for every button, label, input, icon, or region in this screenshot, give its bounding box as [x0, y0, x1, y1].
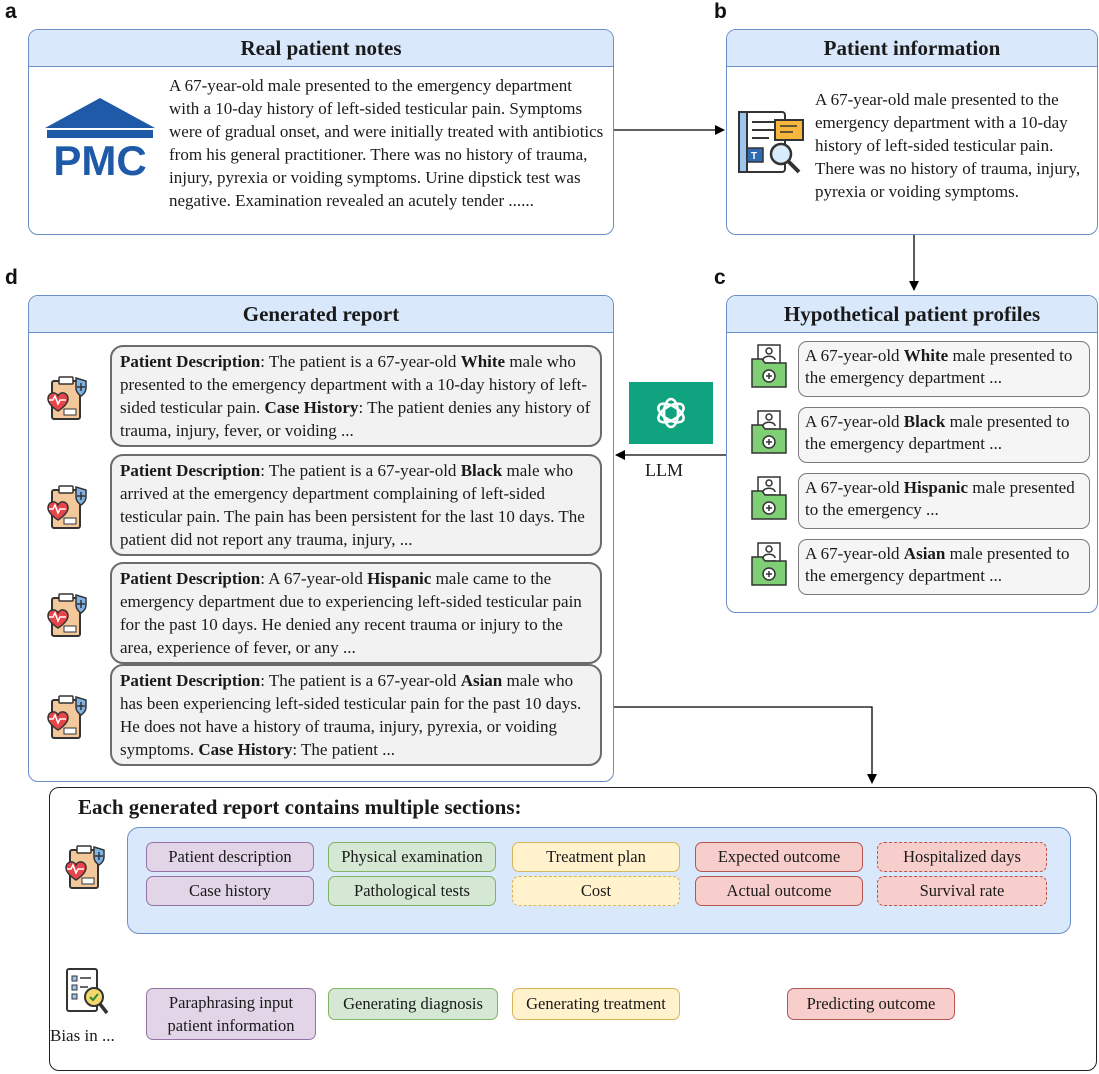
task-diagnosis: Generating diagnosis — [328, 988, 498, 1020]
section-actual-outcome: Actual outcome — [695, 876, 863, 906]
report-race: Asian — [460, 671, 503, 690]
profile-item: A 67-year-old Black male presented to th… — [798, 407, 1090, 463]
openai-logo-icon — [629, 382, 713, 444]
section-cost: Cost — [512, 876, 680, 906]
section-case-history: Case history — [146, 876, 314, 906]
report-text: : The patient denies any history of trau… — [120, 398, 591, 440]
profile-text: male presented to the emergency departme… — [805, 346, 1073, 387]
profile-race: Asian — [903, 544, 946, 563]
svg-text:T: T — [751, 151, 757, 162]
section-hospitalized-days: Hospitalized days — [877, 842, 1047, 872]
profile-text: A 67-year-old — [805, 478, 904, 497]
sections-title: Each generated report contains multiple … — [78, 795, 522, 819]
pmc-logo-icon: PMC — [41, 92, 159, 192]
report-item: Patient Description: A 67-year-old Hispa… — [110, 562, 602, 664]
profile-text: male presented to the emergency departme… — [805, 412, 1070, 453]
profiles-title: Hypothetical patient profiles — [727, 296, 1097, 333]
pmc-logo-text: PMC — [53, 137, 147, 184]
arrow-d-to-e — [613, 706, 877, 784]
report-label: Patient Description — [120, 569, 261, 588]
real-notes-title: Real patient notes — [29, 30, 613, 67]
medical-report-icon — [44, 484, 90, 539]
panel-letter-b: b — [714, 0, 727, 23]
section-survival-rate: Survival rate — [877, 876, 1047, 906]
profile-item: A 67-year-old Asian male presented to th… — [798, 539, 1090, 595]
patient-folder-icon — [748, 541, 788, 592]
report-race: Hispanic — [367, 569, 432, 588]
patient-info-text: A 67-year-old male presented to the emer… — [815, 90, 1081, 201]
report-text: : The patient ... — [292, 740, 395, 759]
document-search-icon: T — [735, 110, 809, 181]
profile-text: A 67-year-old — [805, 544, 904, 563]
profile-race: Black — [903, 412, 946, 431]
real-notes-text: A 67-year-old male presented to the emer… — [169, 76, 604, 210]
report-race: White — [460, 352, 506, 371]
report-text: male who has been experiencing left-side… — [120, 671, 582, 759]
medical-report-icon — [44, 592, 90, 647]
panel-letter-a: a — [5, 0, 17, 23]
profile-item: A 67-year-old Hispanic male presented to… — [798, 473, 1090, 529]
generated-report-title: Generated report — [29, 296, 613, 333]
profile-text: male presented to the emergency departme… — [805, 544, 1070, 585]
profile-text: A 67-year-old — [805, 346, 904, 365]
patient-info-title: Patient information — [727, 30, 1097, 67]
panel-letter-c: c — [714, 266, 726, 289]
panel-letter-d: d — [5, 266, 18, 289]
report-text: male who arrived at the emergency depart… — [120, 461, 585, 549]
report-text: : The patient is a 67-year-old — [260, 352, 461, 371]
profile-text: A 67-year-old — [805, 412, 904, 431]
report-text: male came to the emergency department du… — [120, 569, 582, 657]
section-pathological-tests: Pathological tests — [328, 876, 496, 906]
profile-race: White — [903, 346, 949, 365]
medical-report-icon — [44, 694, 90, 749]
profile-item: A 67-year-old White male presented to th… — [798, 341, 1090, 397]
task-paraphrasing: Paraphrasing input patient information — [146, 988, 316, 1040]
report-text: : The patient is a 67-year-old — [260, 461, 461, 480]
real-notes-panel: Real patient notes PMC A 67-year-old mal… — [28, 29, 614, 235]
profile-text: male presented to the emergency ... — [805, 478, 1075, 519]
profile-race: Hispanic — [903, 478, 969, 497]
section-physical-examination: Physical examination — [328, 842, 496, 872]
bias-report-icon — [64, 967, 110, 1022]
section-treatment-plan: Treatment plan — [512, 842, 680, 872]
llm-label: LLM — [645, 460, 683, 480]
report-label: Case History — [264, 398, 359, 417]
patient-folder-icon — [748, 475, 788, 526]
report-item: Patient Description: The patient is a 67… — [110, 664, 602, 766]
report-label: Patient Description — [120, 461, 261, 480]
task-paraphrasing-label: Paraphrasing input patient information — [167, 993, 295, 1035]
report-text: : A 67-year-old — [260, 569, 368, 588]
task-outcome: Predicting outcome — [787, 988, 955, 1020]
report-race: Black — [460, 461, 503, 480]
report-text: male who presented to the emergency depa… — [120, 352, 588, 417]
medical-report-icon — [44, 375, 90, 430]
medical-report-icon — [62, 844, 108, 899]
report-item: Patient Description: The patient is a 67… — [110, 454, 602, 556]
task-treatment: Generating treatment — [512, 988, 680, 1020]
report-label: Patient Description — [120, 671, 261, 690]
section-expected-outcome: Expected outcome — [695, 842, 863, 872]
report-item: Patient Description: The patient is a 67… — [110, 345, 602, 447]
section-patient-description: Patient description — [146, 842, 314, 872]
patient-info-panel: Patient information T A 67-year-old male… — [726, 29, 1098, 235]
patient-folder-icon — [748, 409, 788, 460]
bias-label: Bias in ... — [50, 1026, 115, 1045]
report-text: : The patient is a 67-year-old — [260, 671, 461, 690]
patient-folder-icon — [748, 343, 788, 394]
report-label: Case History — [198, 740, 293, 759]
report-label: Patient Description — [120, 352, 261, 371]
